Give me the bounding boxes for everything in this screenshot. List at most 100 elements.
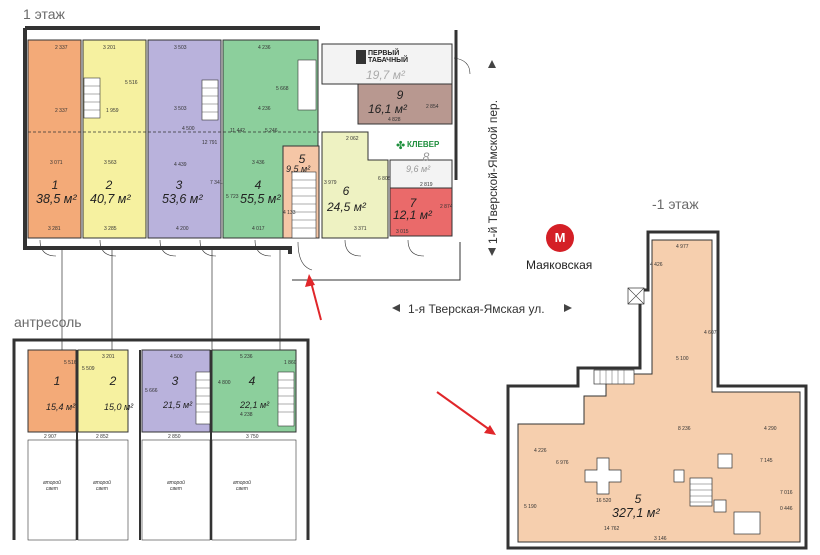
street-side-label: 1-й Тверской-Ямской пер. <box>486 99 500 244</box>
floor1-room-tabak-area: 19,7 м² <box>366 68 405 82</box>
mezz-room-1-number: 1 <box>53 374 61 388</box>
dim-m3-side: 5 666 <box>145 388 158 394</box>
dim-b-k: 14 762 <box>604 526 620 532</box>
klever-logo: КЛЕВЕР <box>407 140 440 149</box>
floor1-room-3-number: 3 <box>175 178 183 192</box>
dim-cross-3: 11 442 <box>230 128 245 134</box>
dim-m-b3: 2 850 <box>168 434 181 440</box>
basement-room-5-number: 5 <box>634 492 642 506</box>
dim-r4-corr: 4 133 <box>283 210 296 216</box>
floor1-room-4-number: 4 <box>254 178 262 192</box>
floor1-room-7-area: 12,1 м² <box>393 208 432 222</box>
dim-r6-b: 6 808 <box>378 176 391 182</box>
dim-r9-side: 2 854 <box>426 104 439 110</box>
dim-r4-side: 5 668 <box>276 86 289 92</box>
dim-r3-side: 7 341 <box>210 180 223 186</box>
floor1-room-5-area: 9,5 м² <box>286 164 311 174</box>
dim-b-m: 7 016 <box>780 490 793 496</box>
mezz-room-3-number: 3 <box>171 374 179 388</box>
dim-m-b4: 3 750 <box>246 434 259 440</box>
mezz-second-light-2: второй свет <box>93 480 111 492</box>
mezz-room-1[interactable] <box>27 349 77 433</box>
mezz-room-1-area: 15,4 м² <box>46 402 76 412</box>
tabak-logo-icon <box>356 50 366 64</box>
floor1-room-1-area: 38,5 м² <box>36 192 77 206</box>
dim-m4-side: 1 860 <box>284 360 297 366</box>
floor1-room-2-number: 2 <box>105 178 113 192</box>
dim-b-o: 3 146 <box>654 536 667 542</box>
basement-plan <box>506 230 808 550</box>
floor1-plan <box>23 26 471 350</box>
tabak-logo-line2: ТАБАЧНЫЙ <box>368 57 409 64</box>
floor1-room-9-area: 16,1 м² <box>368 102 407 116</box>
mezz-room-3-area: 21,5 м² <box>163 400 193 410</box>
floor1-room-6[interactable] <box>321 131 389 239</box>
dim-r1-top: 2 337 <box>55 45 68 51</box>
dim-m2-side: 5 509 <box>82 366 95 372</box>
dim-r1-mid: 2 337 <box>55 108 68 114</box>
mezz-room-4-area: 22,1 м² <box>240 400 270 410</box>
clover-icon: ✤ <box>396 140 406 152</box>
floor1-room-8-number: 8 <box>422 150 430 164</box>
dim-r4-mid: 4 236 <box>258 106 271 112</box>
mezz-room-2[interactable] <box>77 349 129 433</box>
dim-m1-top: 5 516 <box>64 360 77 366</box>
dim-r7-side: 2 874 <box>440 204 453 210</box>
dim-r3-low: 4 439 <box>174 162 187 168</box>
floor1-room-3-area: 53,6 м² <box>162 192 203 206</box>
dim-r2-bot: 3 285 <box>104 226 117 232</box>
dim-m4-l: 4 800 <box>218 380 231 386</box>
mezz-second-light-3: второй свет <box>167 480 185 492</box>
dim-r4-low: 3 436 <box>252 160 265 166</box>
metro-logo-letter: M <box>554 230 566 245</box>
dim-b-i: 6 976 <box>556 460 569 466</box>
dim-r4-top: 4 236 <box>258 45 271 51</box>
dim-cross-1: 4 500 <box>182 126 195 132</box>
floor1-room-2[interactable] <box>82 39 147 239</box>
dim-m3-top: 4 500 <box>170 354 183 360</box>
floor1-room-3[interactable] <box>147 39 222 239</box>
dim-b-g: 7 145 <box>760 458 773 464</box>
dim-r6-top: 2 062 <box>346 136 359 142</box>
dim-b-c: 4 607 <box>704 330 717 336</box>
mezz-room-2-area: 15,0 м² <box>104 402 134 412</box>
dim-r2-mid: 1 959 <box>106 108 119 114</box>
floor1-room-tabak[interactable] <box>321 43 453 85</box>
floor1-room-9-number: 9 <box>396 88 404 102</box>
dim-m2-top: 3 201 <box>102 354 115 360</box>
dim-m4-top: 5 236 <box>240 354 253 360</box>
mezzanine-label: антресоль <box>14 314 82 330</box>
mezz-second-light-4: второй свет <box>233 480 251 492</box>
dim-r2-top: 3 201 <box>103 45 116 51</box>
floor1-room-6-area: 24,5 м² <box>327 200 366 214</box>
mezzanine-plan <box>12 338 310 541</box>
dim-r7-top: 2 819 <box>420 182 433 188</box>
dim-m-b2: 2 852 <box>96 434 109 440</box>
dim-r2-low: 3 563 <box>104 160 117 166</box>
mezz-room-2-number: 2 <box>109 374 117 388</box>
dim-r4-bot: 4 017 <box>252 226 265 232</box>
floor1-room-8-area: 9,6 м² <box>406 164 431 174</box>
basement-room-5-area: 327,1 м² <box>612 506 660 520</box>
entrance-arrows <box>305 274 496 435</box>
dim-r2-side: 5 516 <box>125 80 138 86</box>
metro-logo <box>546 224 574 252</box>
dim-r3-top: 3 503 <box>174 45 187 51</box>
floor1-room-8[interactable] <box>389 159 453 189</box>
dim-b-j: 16 520 <box>596 498 612 504</box>
floor1-room-6-number: 6 <box>342 184 350 198</box>
dim-cross-2: 12 791 <box>202 140 218 146</box>
dim-m4-bot: 4 238 <box>240 412 253 418</box>
floor1-room-2-area: 40,7 м² <box>90 192 131 206</box>
street-main-label: 1-я Тверская-Ямская ул. <box>408 302 545 316</box>
basement-room-5[interactable] <box>517 239 801 543</box>
floor1-room-1[interactable] <box>27 39 82 239</box>
dim-r6-a: 3 979 <box>324 180 337 186</box>
floor1-room-5-number: 5 <box>298 152 306 166</box>
dim-b-a: 4 977 <box>676 244 689 250</box>
dim-b-n: 0 446 <box>780 506 793 512</box>
dim-r1-bot: 3 281 <box>48 226 61 232</box>
floor1-room-4-area: 55,5 м² <box>240 192 281 206</box>
